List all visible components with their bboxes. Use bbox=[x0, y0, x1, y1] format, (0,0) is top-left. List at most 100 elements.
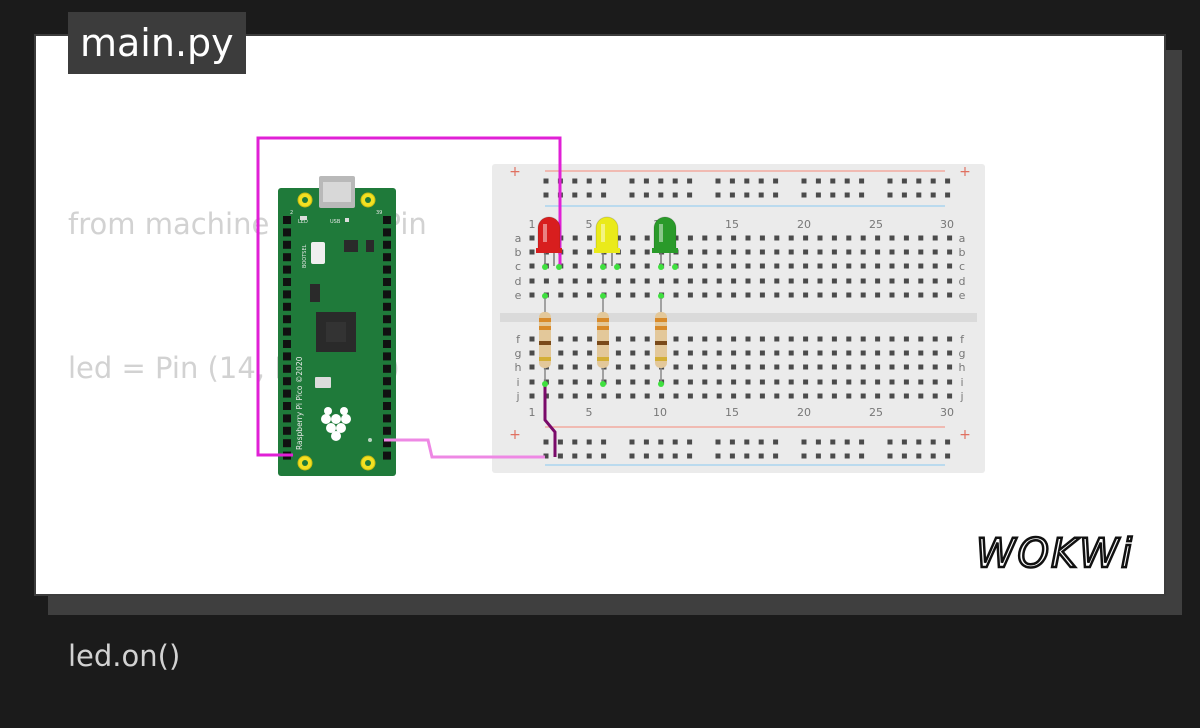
breadboard-hole[interactable] bbox=[731, 249, 737, 255]
breadboard-hole[interactable] bbox=[803, 364, 809, 370]
breadboard-hole[interactable] bbox=[846, 249, 852, 255]
breadboard-hole[interactable] bbox=[875, 278, 881, 284]
rail-hole[interactable] bbox=[557, 439, 563, 445]
rail-hole[interactable] bbox=[687, 178, 693, 184]
pico-pin-right[interactable] bbox=[383, 216, 391, 224]
breadboard-hole[interactable] bbox=[831, 379, 837, 385]
breadboard-hole[interactable] bbox=[788, 249, 794, 255]
rail-hole[interactable] bbox=[586, 192, 592, 198]
rail-hole[interactable] bbox=[543, 453, 549, 459]
rail-hole[interactable] bbox=[773, 453, 779, 459]
breadboard-hole[interactable] bbox=[947, 364, 953, 370]
wires[interactable] bbox=[256, 136, 562, 459]
breadboard-hole[interactable] bbox=[875, 263, 881, 269]
rail-hole[interactable] bbox=[859, 439, 865, 445]
breadboard-hole[interactable] bbox=[947, 393, 953, 399]
breadboard-hole[interactable] bbox=[788, 292, 794, 298]
rail-hole[interactable] bbox=[672, 439, 678, 445]
breadboard-hole[interactable] bbox=[615, 336, 621, 342]
rail-hole[interactable] bbox=[830, 178, 836, 184]
rail-hole[interactable] bbox=[916, 453, 922, 459]
breadboard-hole[interactable] bbox=[615, 393, 621, 399]
breadboard-hole[interactable] bbox=[817, 393, 823, 399]
pico-pin-right[interactable] bbox=[383, 228, 391, 237]
breadboard-hole[interactable] bbox=[817, 278, 823, 284]
rail-hole[interactable] bbox=[801, 192, 807, 198]
breadboard-hole[interactable] bbox=[803, 292, 809, 298]
breadboard-hole[interactable] bbox=[860, 292, 866, 298]
breadboard-hole[interactable] bbox=[860, 379, 866, 385]
breadboard-hole[interactable] bbox=[687, 292, 693, 298]
breadboard-hole[interactable] bbox=[932, 364, 938, 370]
rail-hole[interactable] bbox=[844, 453, 850, 459]
breadboard-hole[interactable] bbox=[572, 235, 578, 241]
pico-pin-right[interactable] bbox=[383, 340, 391, 348]
bootsel-button[interactable] bbox=[311, 242, 325, 264]
breadboard-hole[interactable] bbox=[875, 350, 881, 356]
breadboard-hole[interactable] bbox=[745, 393, 751, 399]
rail-hole[interactable] bbox=[901, 192, 907, 198]
breadboard-hole[interactable] bbox=[630, 350, 636, 356]
breadboard-hole[interactable] bbox=[831, 292, 837, 298]
pico-pin-left[interactable] bbox=[283, 327, 291, 336]
breadboard-hole[interactable] bbox=[889, 379, 895, 385]
rail-hole[interactable] bbox=[629, 192, 635, 198]
breadboard-hole[interactable] bbox=[803, 278, 809, 284]
rail-hole[interactable] bbox=[729, 439, 735, 445]
breadboard-hole[interactable] bbox=[788, 278, 794, 284]
rail-hole[interactable] bbox=[758, 453, 764, 459]
rail-hole[interactable] bbox=[758, 439, 764, 445]
rail-hole[interactable] bbox=[729, 453, 735, 459]
breadboard-hole[interactable] bbox=[558, 292, 564, 298]
rail-hole[interactable] bbox=[916, 178, 922, 184]
breadboard-hole[interactable] bbox=[875, 379, 881, 385]
breadboard-hole[interactable] bbox=[889, 393, 895, 399]
pico-pin-left[interactable] bbox=[283, 402, 291, 410]
breadboard-hole[interactable] bbox=[702, 249, 708, 255]
rail-hole[interactable] bbox=[801, 453, 807, 459]
rail-hole[interactable] bbox=[945, 178, 951, 184]
breadboard-hole[interactable] bbox=[731, 364, 737, 370]
breadboard-hole[interactable] bbox=[788, 393, 794, 399]
breadboard-hole[interactable] bbox=[875, 235, 881, 241]
breadboard-hole[interactable] bbox=[918, 292, 924, 298]
breadboard-hole[interactable] bbox=[630, 278, 636, 284]
pico-pin-right[interactable] bbox=[383, 364, 391, 373]
breadboard-hole[interactable] bbox=[903, 292, 909, 298]
breadboard-hole[interactable] bbox=[875, 393, 881, 399]
breadboard-hole[interactable] bbox=[587, 350, 593, 356]
breadboard-hole[interactable] bbox=[788, 364, 794, 370]
breadboard-hole[interactable] bbox=[673, 292, 679, 298]
rail-hole[interactable] bbox=[887, 178, 893, 184]
rail-hole[interactable] bbox=[729, 192, 735, 198]
rail-hole[interactable] bbox=[945, 453, 951, 459]
breadboard-hole[interactable] bbox=[803, 263, 809, 269]
breadboard-hole[interactable] bbox=[702, 278, 708, 284]
rail-hole[interactable] bbox=[543, 192, 549, 198]
breadboard-hole[interactable] bbox=[644, 263, 650, 269]
rail-hole[interactable] bbox=[744, 192, 750, 198]
breadboard-hole[interactable] bbox=[529, 393, 535, 399]
breadboard-hole[interactable] bbox=[587, 278, 593, 284]
breadboard-hole[interactable] bbox=[687, 263, 693, 269]
breadboard-hole[interactable] bbox=[788, 350, 794, 356]
rail-hole[interactable] bbox=[930, 453, 936, 459]
breadboard-hole[interactable] bbox=[947, 263, 953, 269]
breadboard-hole[interactable] bbox=[932, 278, 938, 284]
breadboard-hole[interactable] bbox=[716, 249, 722, 255]
breadboard-hole[interactable] bbox=[932, 292, 938, 298]
pico-pin-left[interactable] bbox=[283, 364, 291, 373]
breadboard-hole[interactable] bbox=[918, 263, 924, 269]
resistor[interactable] bbox=[597, 293, 609, 387]
rail-hole[interactable] bbox=[658, 453, 664, 459]
breadboard-hole[interactable] bbox=[659, 393, 665, 399]
breadboard-hole[interactable] bbox=[774, 263, 780, 269]
breadboard-hole[interactable] bbox=[615, 235, 621, 241]
rail-hole[interactable] bbox=[643, 192, 649, 198]
breadboard-hole[interactable] bbox=[759, 379, 765, 385]
rail-hole[interactable] bbox=[586, 439, 592, 445]
breadboard-hole[interactable] bbox=[846, 292, 852, 298]
breadboard-hole[interactable] bbox=[846, 278, 852, 284]
pico-pin-left[interactable] bbox=[283, 352, 291, 361]
breadboard-hole[interactable] bbox=[615, 364, 621, 370]
